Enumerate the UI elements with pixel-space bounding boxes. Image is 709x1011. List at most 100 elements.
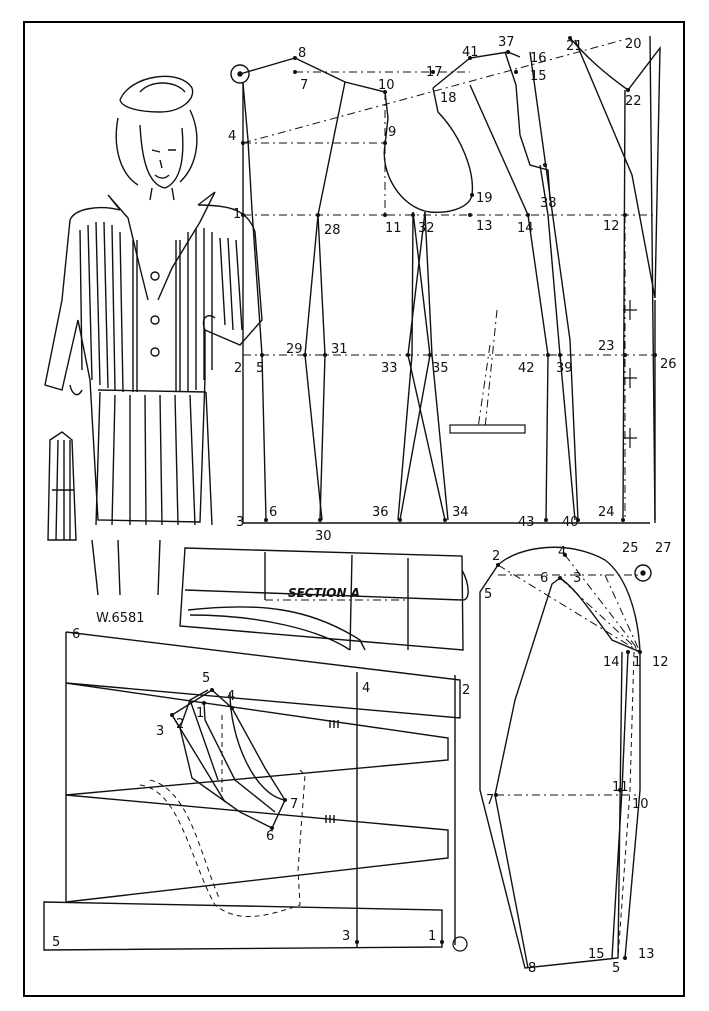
section-a-label: SECTION A <box>288 586 360 600</box>
point-label: 27 <box>655 541 672 556</box>
point-label: 35 <box>432 361 449 376</box>
point-label: 28 <box>324 223 341 238</box>
point-label: 13 <box>476 219 493 234</box>
point-label: 11 <box>385 221 402 236</box>
point-label: 5 <box>484 587 492 602</box>
point-label: 24 <box>598 505 615 520</box>
point-label: 6 <box>269 505 277 520</box>
bodice-points <box>241 36 657 522</box>
pocket <box>449 300 637 448</box>
point-label: 14 <box>603 655 620 670</box>
point-label: 4 <box>362 681 370 696</box>
skirt-points <box>170 688 444 944</box>
skirt-draft <box>43 631 461 951</box>
sleeve-marker <box>634 564 652 582</box>
point-label: 2 <box>462 683 470 698</box>
point-label: 6 <box>72 627 80 642</box>
point-label: 4 <box>227 689 235 704</box>
point-label: 15 <box>588 947 605 962</box>
point-label: 11 <box>612 780 629 795</box>
bodice-draft <box>230 35 661 524</box>
point-label: 29 <box>286 342 303 357</box>
point-label: 10 <box>632 797 649 812</box>
point-label: 3 <box>236 515 244 530</box>
point-label: 1 <box>196 706 204 721</box>
page-border <box>23 21 685 997</box>
point-label: 21 <box>566 39 583 54</box>
point-label: 7 <box>486 793 494 808</box>
point-label: 1 <box>633 655 641 670</box>
point-label: 2 <box>234 361 242 376</box>
point-label: 3 <box>342 929 350 944</box>
point-label: 23 <box>598 339 615 354</box>
pattern-code: W.6581 <box>96 611 145 626</box>
hat <box>119 75 194 113</box>
point-label: 40 <box>562 515 579 530</box>
point-label: 17 <box>426 65 443 80</box>
sleeve-dashed <box>617 651 635 959</box>
point-label: 20 <box>625 37 642 52</box>
point-label: 14 <box>517 221 534 236</box>
point-label: 9 <box>388 125 396 140</box>
point-label: 2 <box>492 549 500 564</box>
bodice-labels: 8 7 10 17 41 37 16 15 21 20 22 18 4 9 19… <box>228 35 677 556</box>
lapel-right <box>157 191 216 301</box>
sleeve-construction <box>496 554 641 796</box>
point-label: 5 <box>612 961 620 976</box>
point-label: 18 <box>440 91 457 106</box>
point-label: 15 <box>530 69 547 84</box>
point-label: 34 <box>452 505 469 520</box>
point-label: 5 <box>52 935 60 950</box>
point-label: 16 <box>530 51 547 66</box>
jacket-outline <box>44 204 263 523</box>
point-label: 37 <box>498 35 515 50</box>
point-label: 25 <box>622 541 639 556</box>
bodice-construction-lines <box>242 37 655 520</box>
sleeve-points <box>494 553 642 960</box>
skirt-labels: 6 2 5 4 3 2 1 4 7 6 5 3 1 <box>52 627 470 950</box>
point-label: 4 <box>558 545 566 560</box>
point-label: 39 <box>556 361 573 376</box>
lapel-left <box>107 194 149 301</box>
sleeve-labels: 2 5 4 6 3 14 1 12 7 11 10 8 15 5 13 <box>484 545 669 976</box>
point-label: 3 <box>573 571 581 586</box>
point-label: 6 <box>540 571 548 586</box>
point-label: 38 <box>540 196 557 211</box>
point-label: 12 <box>652 655 669 670</box>
point-label: 43 <box>518 515 535 530</box>
point-label: 8 <box>298 46 306 61</box>
point-label: 12 <box>603 219 620 234</box>
point-label: 32 <box>418 221 435 236</box>
button-2 <box>150 315 160 325</box>
point-label: 7 <box>290 797 298 812</box>
point-label: 7 <box>300 78 308 93</box>
skirt-construction <box>139 715 306 918</box>
button-3 <box>150 347 160 357</box>
point-label: 5 <box>202 671 210 686</box>
point-label: 6 <box>266 829 274 844</box>
sleeve-draft <box>479 546 641 969</box>
point-label: 3 <box>156 724 164 739</box>
fashion-illustration <box>44 75 263 596</box>
point-label: 36 <box>372 505 389 520</box>
section-a <box>179 547 469 651</box>
point-label: 31 <box>331 342 348 357</box>
skirt <box>95 391 213 526</box>
point-label: 10 <box>378 78 395 93</box>
point-label: 1 <box>233 207 241 222</box>
mini-figure <box>47 431 77 541</box>
point-label: 42 <box>518 361 535 376</box>
head <box>115 109 198 186</box>
point-label: 19 <box>476 191 493 206</box>
point-label: 26 <box>660 357 677 372</box>
point-label: 8 <box>528 961 536 976</box>
point-label: 30 <box>315 529 332 544</box>
button-1 <box>150 271 160 281</box>
point-label: 2 <box>176 717 184 732</box>
point-label: 5 <box>256 361 264 376</box>
point-label: 4 <box>228 129 236 144</box>
point-label: 13 <box>638 947 655 962</box>
point-label: 1 <box>428 929 436 944</box>
skirt-end-circle <box>452 936 468 952</box>
